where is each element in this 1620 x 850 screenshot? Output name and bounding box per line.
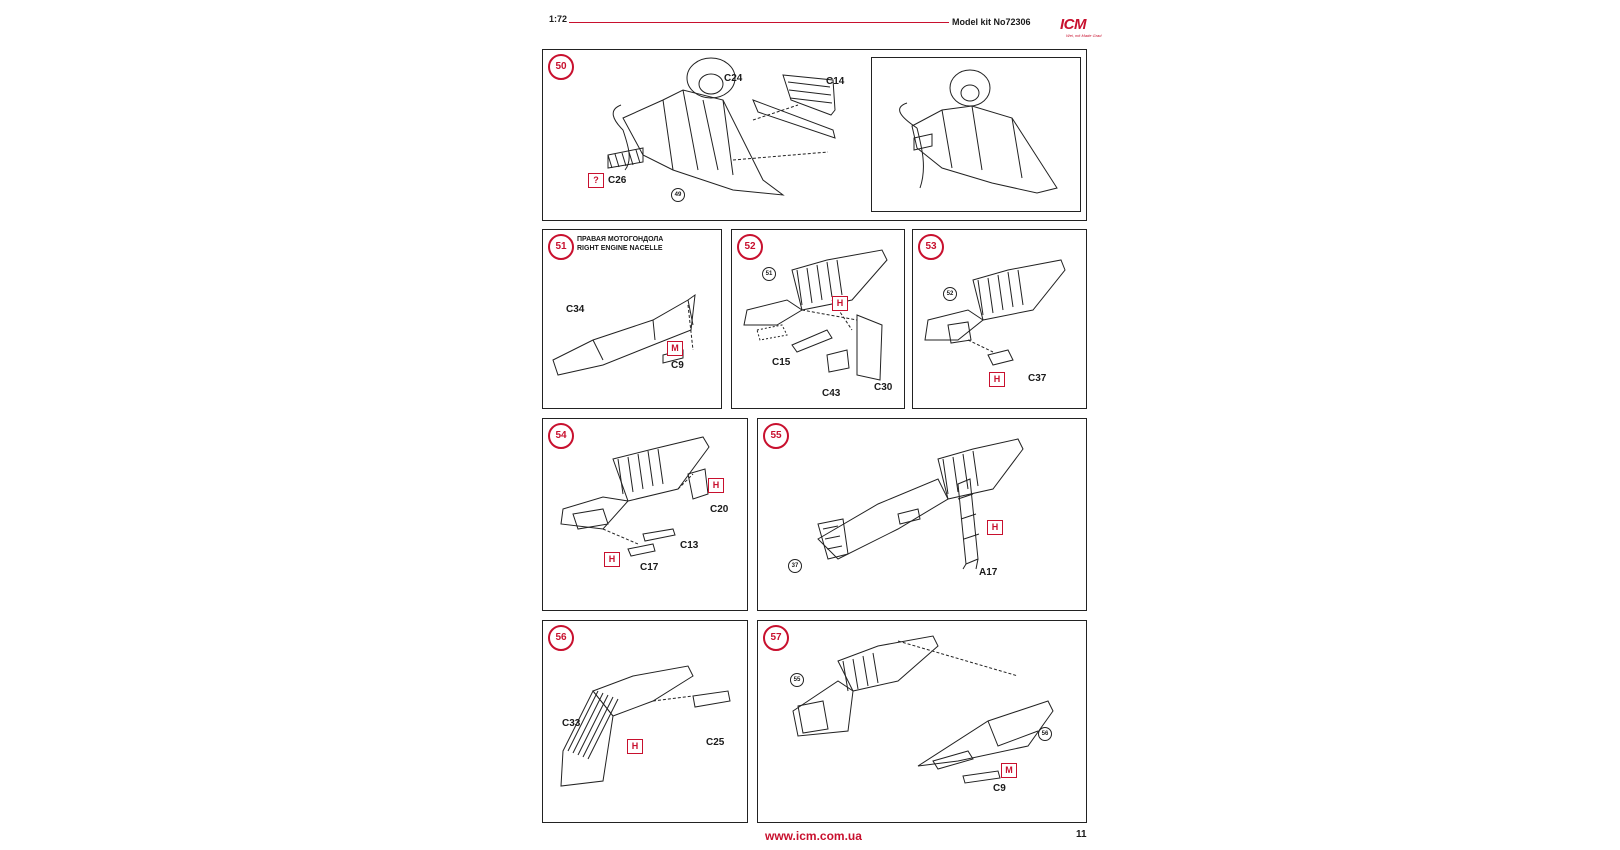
part-c24: C24 [724, 73, 743, 84]
step-number-50: 50 [548, 54, 574, 80]
paint-code-h-b: H [604, 552, 620, 567]
paint-code-h: H [832, 296, 848, 311]
part-c37: C37 [1028, 373, 1047, 384]
paint-code-h: H [989, 372, 1005, 387]
step-51-drawing [552, 293, 696, 376]
footer-website[interactable]: www.icm.com.ua [765, 829, 862, 843]
paint-code-h: H [987, 520, 1003, 535]
ref-step-55: 55 [790, 673, 804, 687]
part-c25: C25 [706, 737, 725, 748]
step-56-panel: 56 C33 H C25 [542, 620, 748, 823]
step-57-drawing [792, 635, 1054, 784]
step-53-panel: 53 52 H C37 [912, 229, 1087, 409]
icm-logo: ICM [1060, 16, 1087, 33]
step-number-53: 53 [918, 234, 944, 260]
step-number-56: 56 [548, 625, 574, 651]
part-c43: C43 [822, 388, 841, 399]
step-number-57: 57 [763, 625, 789, 651]
step-number-51: 51 [548, 234, 574, 260]
step-57-panel: 57 55 56 M C9 [757, 620, 1087, 823]
ref-step-37: 37 [788, 559, 802, 573]
part-c13: C13 [680, 540, 699, 551]
step-56-drawing [560, 665, 731, 787]
step-number-55: 55 [763, 423, 789, 449]
part-c26: C26 [608, 175, 627, 186]
paint-code-question: ? [588, 173, 604, 188]
step-50-drawing [607, 57, 836, 196]
paint-code-m: M [667, 341, 683, 356]
header-rule [569, 22, 949, 23]
step-50-result-drawing [899, 69, 1058, 194]
scale-label: 1:72 [549, 14, 568, 24]
step-51-title-en: RIGHT ENGINE NACELLE [577, 245, 663, 252]
part-c20: C20 [710, 504, 729, 515]
logo-tagline: Wei, mit Made Grad [1066, 33, 1102, 38]
part-c9: C9 [671, 360, 684, 371]
part-c30: C30 [874, 382, 893, 393]
step-53-drawing [924, 259, 1066, 366]
part-c15: C15 [772, 357, 791, 368]
ref-step-49: 49 [671, 188, 685, 202]
part-a17: A17 [979, 567, 998, 578]
part-c33: C33 [562, 718, 581, 729]
step-54-panel: 54 H C20 C13 H C17 [542, 418, 748, 611]
step-51-panel: 51 ПРАВАЯ МОТОГОНДОЛА RIGHT ENGINE NACEL… [542, 229, 722, 409]
paint-code-h-a: H [708, 478, 724, 493]
ref-step-51: 51 [762, 267, 776, 281]
step-55-drawing [817, 438, 1024, 570]
step-55-panel: 55 37 H A17 [757, 418, 1087, 611]
step-number-54: 54 [548, 423, 574, 449]
part-c17: C17 [640, 562, 659, 573]
step-number-52: 52 [737, 234, 763, 260]
step-51-title-ru: ПРАВАЯ МОТОГОНДОЛА [577, 236, 664, 243]
part-c34: C34 [566, 304, 585, 315]
step-54-drawing [560, 436, 710, 557]
page-number: 11 [1076, 829, 1087, 840]
step-52-drawing [743, 249, 888, 381]
part-c14: C14 [826, 76, 845, 87]
step-50-result-panel [871, 57, 1081, 212]
model-kit-number: Model kit No72306 [952, 17, 1031, 27]
ref-step-52: 52 [943, 287, 957, 301]
step-50-panel: 50 C24 C14 ? C26 49 [542, 49, 1087, 221]
paint-code-h: H [627, 739, 643, 754]
part-c9: C9 [993, 783, 1006, 794]
ref-step-56: 56 [1038, 727, 1052, 741]
step-52-panel: 52 51 H C15 C43 C30 [731, 229, 905, 409]
paint-code-m: M [1001, 763, 1017, 778]
